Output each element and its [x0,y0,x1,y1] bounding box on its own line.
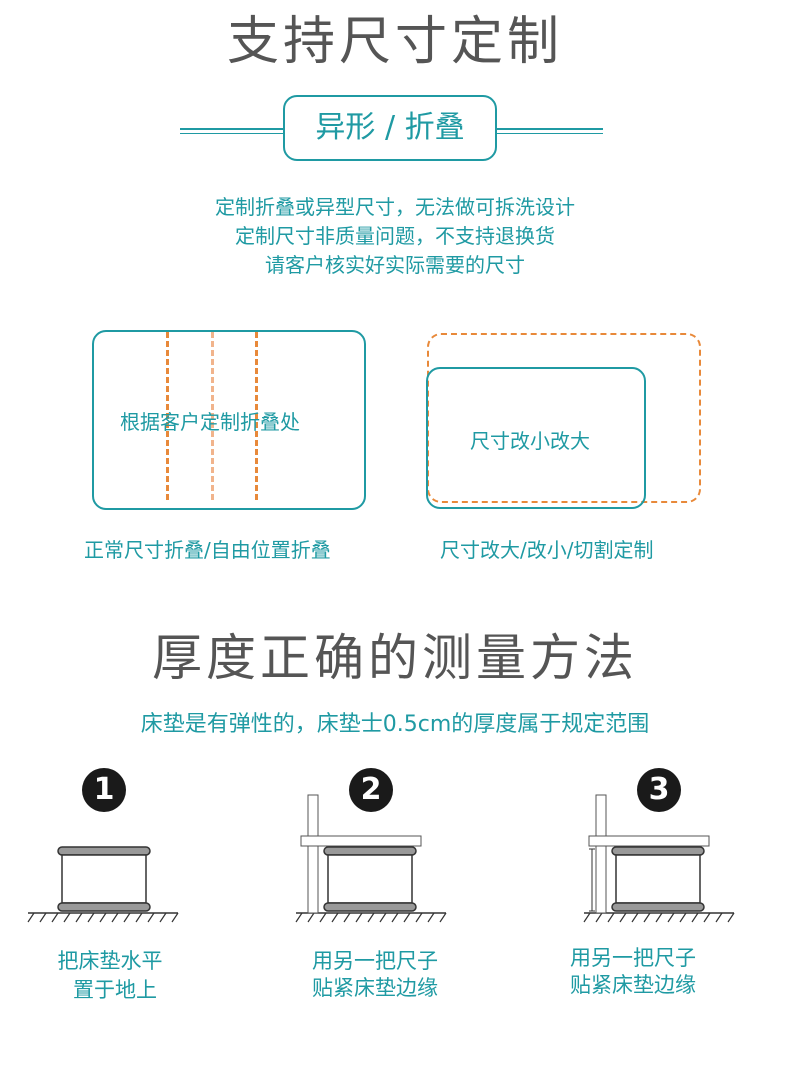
step-1-number-badge: 1 [82,768,126,812]
resize-caption: 尺寸改大/改小/切割定制 [440,538,654,562]
step-2-mattress-ruler-illustration [295,794,447,923]
resize-diagram-label: 尺寸改小改大 [470,429,590,453]
fold-caption: 正常尺寸折叠/自由位置折叠 [84,538,331,562]
badge-line-left [180,128,284,134]
fold-line-3 [255,332,258,500]
step-2-text-line-2: 贴紧床垫边缘 [312,976,438,1000]
step-2-text-line-1: 用另一把尺子 [312,949,438,973]
step-3-mattress-ruler-illustration [583,794,735,923]
desc-line-2: 定制尺寸非质量问题，不支持退换货 [235,224,555,248]
resize-outer-dashed-box [427,333,701,503]
step-1-text-line-2: 置于地上 [73,978,157,1002]
step-1-text-line-1: 把床垫水平 [57,949,163,973]
step-1-mattress-illustration [27,846,179,923]
fold-diagram-box [92,330,366,510]
step-3-number-badge: 3 [637,768,681,812]
step-3-text-line-2: 贴紧床垫边缘 [570,973,696,997]
fold-line-1 [166,332,169,500]
step-3-text-line-1: 用另一把尺子 [570,946,696,970]
desc-line-3: 请客户核实好实际需要的尺寸 [265,253,525,277]
fold-diagram-label: 根据客户定制折叠处 [120,410,300,434]
section2-subtitle: 床垫是有弹性的，床垫士0.5cm的厚度属于规定范围 [140,712,650,737]
fold-line-2 [211,332,214,500]
desc-line-1: 定制折叠或异型尺寸，无法做可拆洗设计 [215,195,575,219]
section2-title: 厚度正确的测量方法 [152,629,638,687]
step-2-number-badge: 2 [349,768,393,812]
feature-badge: 异形 / 折叠 [283,95,497,161]
badge-line-right [497,128,603,134]
section1-title: 支持尺寸定制 [226,12,563,72]
resize-inner-box [426,367,646,509]
